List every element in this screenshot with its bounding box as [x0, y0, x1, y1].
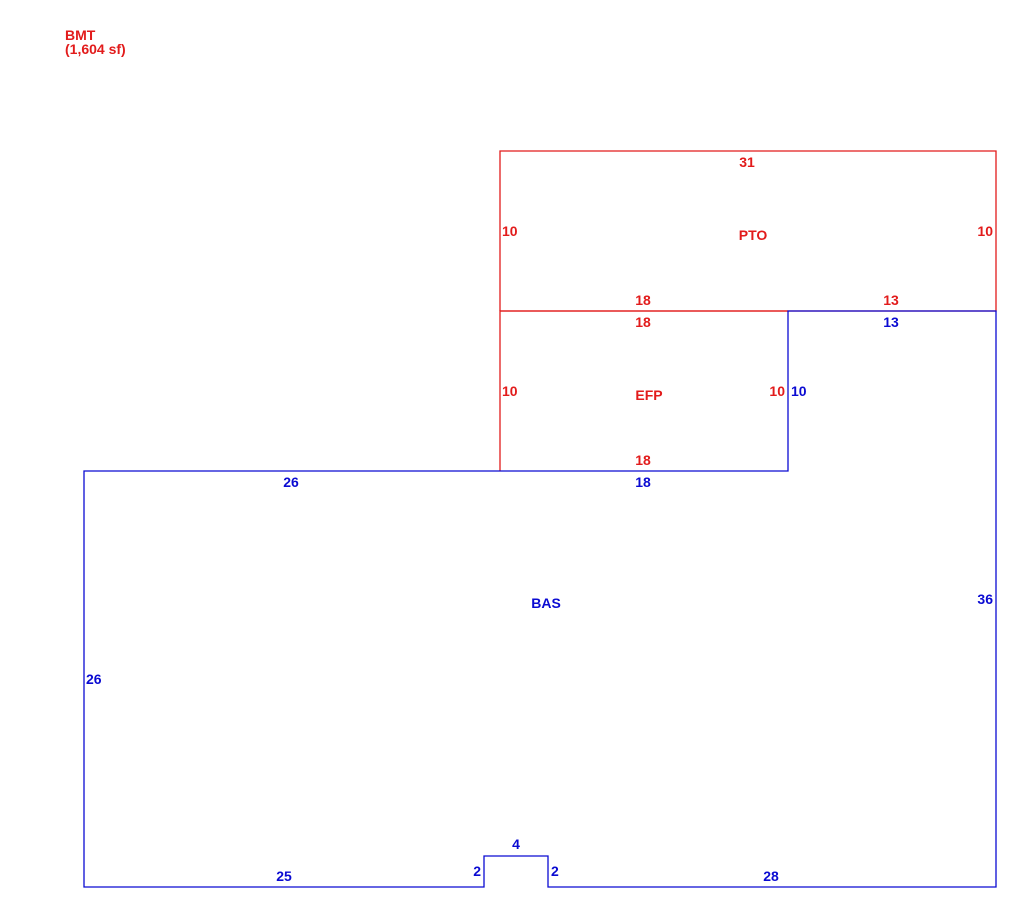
bas-left-dim: 26 — [86, 671, 102, 687]
pto-bottom-left-dim: 18 — [635, 292, 651, 308]
area-header: BMT (1,604 sf) — [65, 28, 126, 56]
efp-outline — [499, 310, 788, 471]
bas-outline — [83, 310, 997, 888]
efp-top-dim: 18 — [635, 314, 651, 330]
pto-top-dim: 31 — [739, 154, 755, 170]
bas-efp-side-dim: 10 — [791, 383, 807, 399]
efp-left-dim: 10 — [502, 383, 518, 399]
bas-top-left-dim: 26 — [283, 474, 299, 490]
bas-top-right-dim: 13 — [883, 314, 899, 330]
pto-right-dim: 10 — [977, 223, 993, 239]
pto-name: PTO — [739, 227, 768, 243]
area-sf-label: (1,604 sf) — [65, 41, 126, 57]
pto-left-dim: 10 — [502, 223, 518, 239]
area-code-label: BMT — [65, 27, 96, 43]
pto-bottom-right-dim: 13 — [883, 292, 899, 308]
bas-name: BAS — [531, 595, 561, 611]
bas-bottom-right-dim: 28 — [763, 868, 779, 884]
bas-right-dim: 36 — [977, 591, 993, 607]
bas-notch-right-dim: 2 — [551, 863, 559, 879]
bas-bottom-left-dim: 25 — [276, 868, 292, 884]
bas-top-mid-dim: 18 — [635, 474, 651, 490]
efp-right-dim: 10 — [769, 383, 785, 399]
bas-notch-top-dim: 4 — [512, 836, 520, 852]
efp-name: EFP — [635, 387, 662, 403]
efp-bottom-dim: 18 — [635, 452, 651, 468]
bas-notch-left-dim: 2 — [473, 863, 481, 879]
